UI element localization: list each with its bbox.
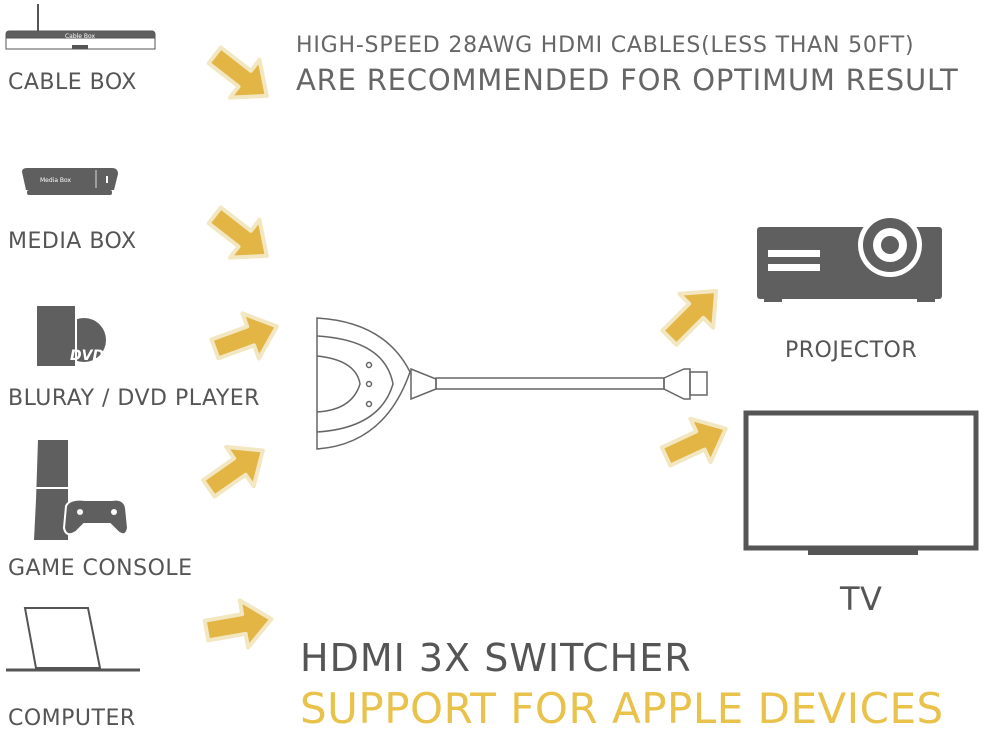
media-box-label: MEDIA BOX bbox=[8, 229, 137, 254]
header-line-1: HIGH-SPEED 28AWG HDMI CABLES(LESS THAN 5… bbox=[296, 33, 915, 58]
header-line-2: ARE RECOMMENDED FOR OPTIMUM RESULT bbox=[296, 63, 959, 97]
computer-icon bbox=[6, 607, 140, 672]
computer-label: COMPUTER bbox=[8, 706, 136, 731]
arrow-icon bbox=[652, 274, 733, 355]
dvd-player-icon: DVD bbox=[35, 304, 106, 368]
projector-label: PROJECTOR bbox=[785, 338, 918, 363]
arrow-icon bbox=[204, 301, 288, 374]
product-subtitle: SUPPORT FOR APPLE DEVICES bbox=[300, 684, 944, 732]
game-console-icon bbox=[34, 440, 130, 540]
projector-icon bbox=[757, 213, 942, 302]
media-box-device-text: Media Box bbox=[40, 177, 72, 184]
media-box-icon: Media Box bbox=[22, 168, 118, 195]
bluray-dvd-label: BLURAY / DVD PLAYER bbox=[8, 386, 260, 411]
arrow-icon bbox=[198, 34, 284, 117]
game-console-label: GAME CONSOLE bbox=[8, 556, 193, 581]
arrow-icon bbox=[193, 428, 279, 511]
arrow-icon bbox=[200, 593, 278, 657]
cable-box-icon: Cable Box bbox=[5, 4, 156, 50]
tv-icon bbox=[743, 410, 979, 555]
hdmi-switcher-icon bbox=[316, 317, 708, 450]
cable-box-label: CABLE BOX bbox=[8, 70, 137, 95]
dvd-logo-text: DVD bbox=[70, 348, 104, 364]
product-title: HDMI 3X SWITCHER bbox=[300, 636, 692, 680]
arrow-icon bbox=[653, 404, 738, 481]
arrow-icon bbox=[198, 194, 284, 277]
cable-box-device-text: Cable Box bbox=[65, 33, 96, 40]
tv-label: TV bbox=[840, 580, 883, 618]
